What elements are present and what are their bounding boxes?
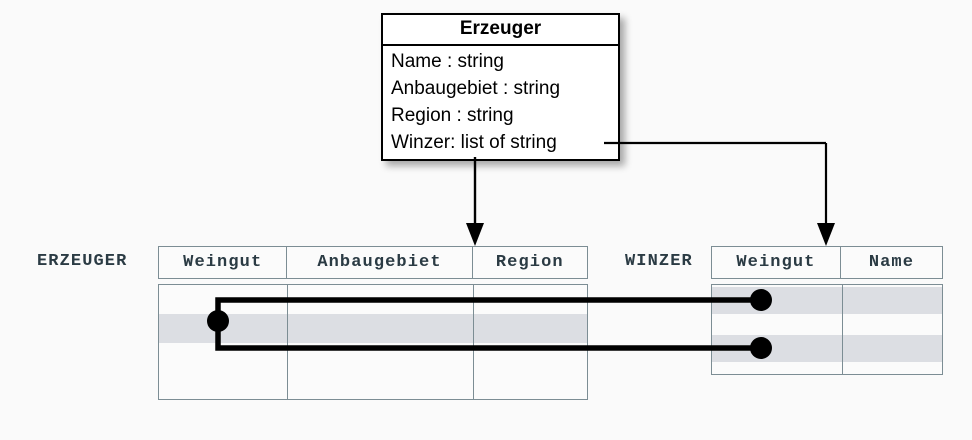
table-row <box>159 372 587 399</box>
table-body-winzer <box>711 284 943 375</box>
uml-class-title: Erzeuger <box>383 15 618 46</box>
uml-attribute-region: Region : string <box>391 105 514 126</box>
table-row-bands-winzer <box>712 285 942 374</box>
column-header-anbaugebiet: Anbaugebiet <box>287 247 473 278</box>
column-divider <box>473 285 474 399</box>
table-row <box>159 285 587 314</box>
uml-attribute-list: Name : string Anbaugebiet : string Regio… <box>383 46 618 159</box>
uml-attribute-winzer: Winzer: list of string <box>391 132 557 153</box>
table-row <box>159 343 587 372</box>
column-divider <box>287 285 288 399</box>
class-to-erzeuger-arrow <box>466 157 484 246</box>
column-header-weingut: Weingut <box>712 247 841 278</box>
table-header-erzeuger: Weingut Anbaugebiet Region <box>158 246 588 279</box>
column-header-name: Name <box>868 253 915 272</box>
column-header-region: Region <box>495 253 564 272</box>
table-label-erzeuger: ERZEUGER <box>37 252 128 271</box>
table-label-winzer: WINZER <box>625 252 693 271</box>
uml-attribute-anbaugebiet: Anbaugebiet : string <box>391 78 561 99</box>
table-header-winzer: Weingut Name <box>711 246 943 279</box>
uml-attribute-name: Name : string <box>391 51 504 72</box>
table-row-bands-erzeuger <box>159 285 587 399</box>
table-row <box>712 335 942 362</box>
table-row <box>712 314 942 335</box>
column-header-weingut: Weingut <box>159 247 288 278</box>
table-row <box>712 362 942 374</box>
table-body-erzeuger <box>158 284 588 400</box>
table-row <box>159 314 587 343</box>
table-row <box>712 287 942 314</box>
winzer-attribute-to-winzer-table-arrow <box>604 141 835 246</box>
uml-class-box-erzeuger: Erzeuger Name : string Anbaugebiet : str… <box>381 13 620 161</box>
column-divider <box>842 285 843 374</box>
